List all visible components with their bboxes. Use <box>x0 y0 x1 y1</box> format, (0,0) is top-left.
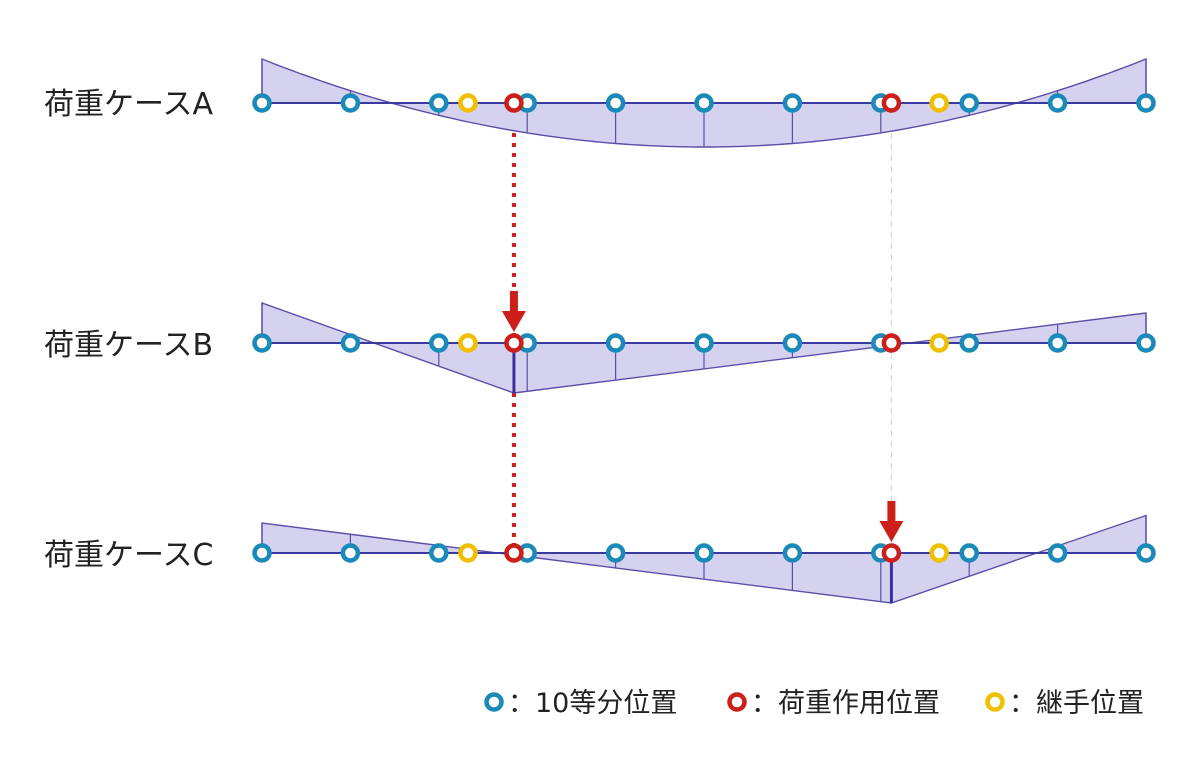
load-marker-icon <box>504 543 524 563</box>
division-marker-icon <box>694 543 714 563</box>
division-marker-icon <box>429 93 449 113</box>
load-arrow-shaft <box>887 501 896 523</box>
load-marker-icon <box>881 543 902 563</box>
load-marker-icon <box>881 93 902 113</box>
division-marker-icon <box>1136 543 1156 563</box>
joint-marker-icon <box>458 543 478 563</box>
division-marker-icon <box>782 333 803 353</box>
division-marker-icon <box>1136 93 1156 113</box>
joint-marker-icon <box>929 543 949 563</box>
legend-load-label: ：荷重作用位置 <box>751 688 940 719</box>
legend-joint-icon <box>985 692 1005 712</box>
division-marker-icon <box>959 543 979 563</box>
load-marker-icon <box>881 333 902 353</box>
division-marker-icon <box>429 333 449 353</box>
case-b-graphic <box>252 291 1156 394</box>
division-marker-icon <box>605 93 626 113</box>
division-marker-icon <box>694 333 714 353</box>
division-marker-icon <box>340 333 361 353</box>
case-a-label: 荷重ケースA <box>44 87 213 122</box>
legend: ：10等分位置 ：荷重作用位置 ：継手位置 <box>484 688 1144 719</box>
case-a-group: 荷重ケースA <box>44 57 1156 148</box>
division-marker-icon <box>1047 93 1068 113</box>
division-marker-icon <box>605 333 626 353</box>
division-marker-icon <box>1047 333 1068 353</box>
division-marker-icon <box>1047 543 1068 563</box>
division-marker-icon <box>340 543 361 563</box>
joint-marker-icon <box>458 333 478 353</box>
joint-marker-icon <box>929 333 949 353</box>
case-c-group: 荷重ケースC <box>44 501 1156 604</box>
guide-lines <box>511 111 893 547</box>
division-marker-icon <box>252 543 272 563</box>
joint-marker-icon <box>458 93 478 113</box>
division-marker-icon <box>252 93 272 113</box>
load-arrow-shaft <box>509 291 518 313</box>
division-marker-icon <box>429 543 449 563</box>
case-c-label: 荷重ケースC <box>44 538 213 573</box>
division-marker-icon <box>252 333 272 353</box>
legend-joint-label: ：継手位置 <box>1009 688 1144 719</box>
legend-division-icon <box>484 692 504 712</box>
load-marker-icon <box>504 93 524 113</box>
division-marker-icon <box>959 333 979 353</box>
division-marker-icon <box>782 543 803 563</box>
case-b-label: 荷重ケースB <box>44 328 213 363</box>
legend-division-label: ：10等分位置 <box>508 688 677 719</box>
division-marker-icon <box>782 93 803 113</box>
case-b-group: 荷重ケースB <box>44 291 1156 394</box>
case-c-graphic <box>252 501 1156 604</box>
division-marker-icon <box>1136 333 1156 353</box>
division-marker-icon <box>605 543 626 563</box>
load-marker-icon <box>504 333 524 353</box>
down-arrow-icon <box>501 311 526 332</box>
legend-load-icon <box>727 692 747 712</box>
down-arrow-icon <box>879 521 904 542</box>
division-marker-icon <box>694 93 714 113</box>
joint-marker-icon <box>929 93 949 113</box>
division-marker-icon <box>959 93 979 113</box>
division-marker-icon <box>340 93 361 113</box>
case-a-graphic <box>252 57 1156 148</box>
